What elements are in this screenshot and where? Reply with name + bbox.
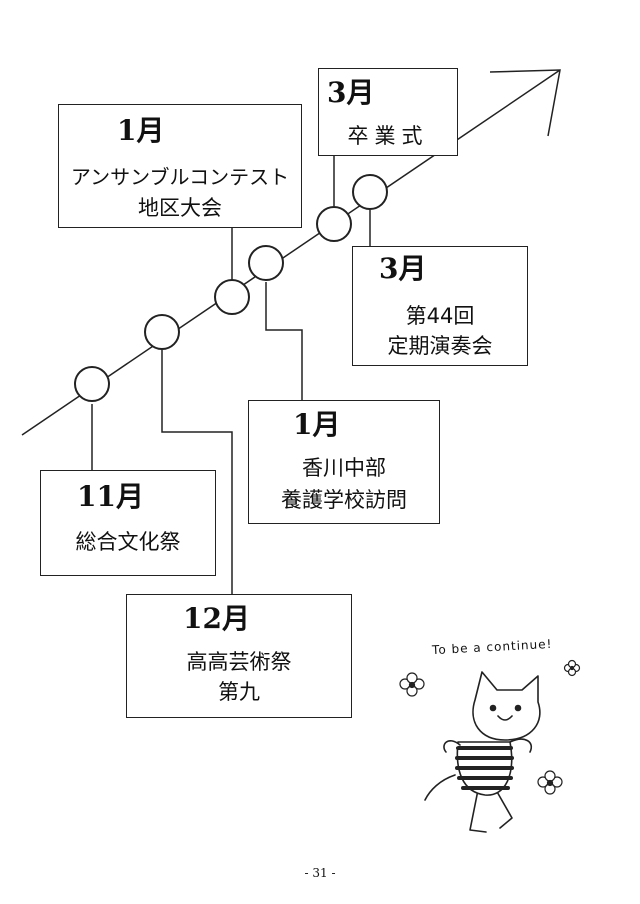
event-title: 総合文化祭 [75,530,181,554]
milestone-dec [144,314,180,350]
page-number: - 31 - [304,866,336,880]
milestone-nov [74,366,110,402]
event-month: 11月 [77,480,144,513]
flower-icon [537,770,563,795]
flower-icon [399,672,425,697]
event-month: 1月 [293,408,341,441]
event-title: 香川中部 [302,456,386,480]
timeline-arrowhead [489,69,561,137]
event-month: 12月 [183,602,250,635]
event-subtitle: 第九 [218,680,260,704]
event-month: 3月 [327,76,375,109]
event-title: アンサンブルコンテスト [70,165,290,189]
milestone-mar2 [352,174,388,210]
event-box-mar2: 3月 第44回 定期演奏会 [352,246,528,366]
connector-jan2 [265,282,303,400]
event-box-nov: 11月 総合文化祭 [40,470,216,576]
milestone-jan2 [248,245,284,281]
event-box-dec: 12月 高高芸術祭 第九 [126,594,352,718]
cat-icon [424,671,541,833]
event-subtitle: 定期演奏会 [387,334,493,358]
milestone-mar1 [316,206,352,242]
event-box-jan2: 1月 香川中部 養護学校訪問 [248,400,440,524]
event-month: 1月 [117,114,165,147]
event-title: 卒業式 [347,124,429,148]
event-month: 3月 [379,252,427,285]
milestone-jan1 [214,279,250,315]
flower-icon [563,659,581,677]
event-title: 高高芸術祭 [186,650,292,674]
connector-dec [161,350,233,594]
event-title: 第44回 [405,304,475,328]
event-subtitle: 地区大会 [138,196,222,220]
timeline-arrow-line [21,69,561,436]
event-subtitle: 養護学校訪問 [281,488,407,512]
event-box-mar1: 3月 卒業式 [318,68,458,156]
event-box-jan1: 1月 アンサンブルコンテスト 地区大会 [58,104,302,228]
